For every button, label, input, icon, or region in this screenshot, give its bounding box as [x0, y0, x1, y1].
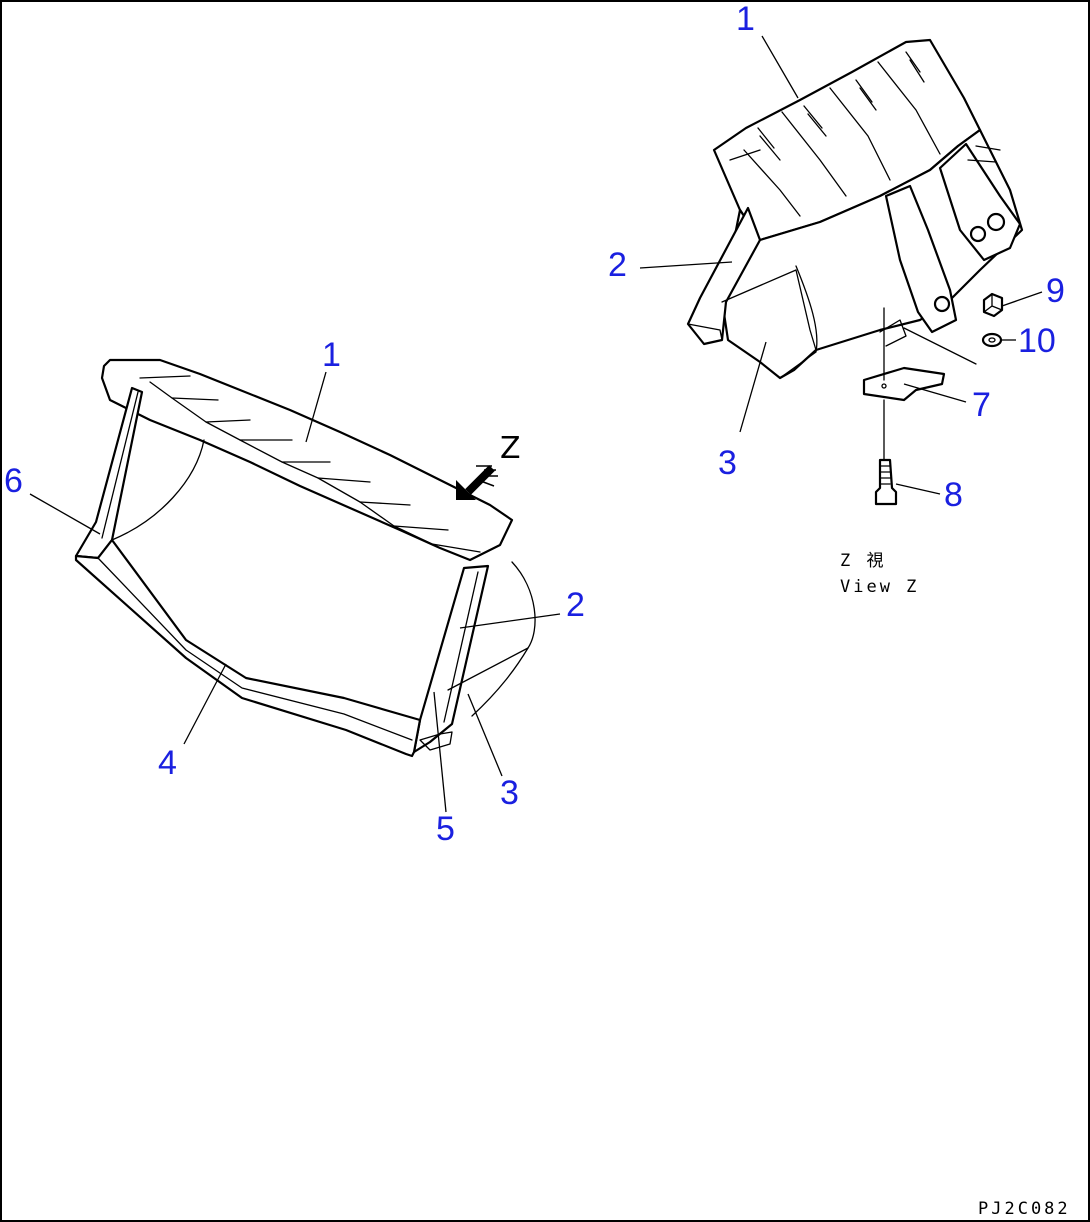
wear-plate-top: [447, 647, 529, 691]
back-curve-left: [111, 439, 205, 541]
callout-left-1: 1: [322, 336, 341, 374]
view-z-arrow: Z: [456, 431, 521, 500]
leader-r3: [739, 341, 767, 433]
tooth-bar-lower-edge: [149, 381, 433, 545]
leader-r9: [1001, 291, 1043, 307]
callout-left-4: 4: [158, 744, 177, 782]
leader-r2: [639, 261, 733, 269]
leader-r1: [761, 35, 799, 99]
side-plate-right-edge: [443, 571, 479, 723]
tooth-adapter-bar: [100, 358, 514, 562]
side-plate-left-edge: [101, 391, 139, 539]
washer-part-10: [981, 332, 1003, 348]
leader-l5: [433, 691, 447, 813]
callout-left-6: 6: [4, 462, 23, 500]
side-wear-plate: [721, 269, 817, 351]
callout-right-8: 8: [944, 476, 963, 514]
leader-l6: [29, 493, 101, 535]
callout-left-2: 2: [566, 586, 585, 624]
side-plate-right: [412, 564, 490, 754]
tooth-hatching: [757, 51, 925, 161]
bucket-front-view: Z: [74, 358, 536, 758]
right-callouts: 1 2 3 7 8 9 10: [608, 0, 1065, 514]
leader-r8: [895, 483, 941, 495]
tooth-ribs: [729, 61, 941, 217]
corner-piece: [419, 731, 453, 751]
view-caption-jp: Z 視: [840, 551, 886, 571]
callout-left-5: 5: [436, 810, 455, 848]
pin-hole-2: [969, 225, 987, 243]
bolt-part-8: [874, 458, 898, 506]
callout-right-9: 9: [1046, 272, 1065, 310]
leader-l4: [183, 663, 227, 745]
callout-right-1: 1: [736, 0, 755, 38]
nut-part-9: [982, 292, 1004, 318]
link-bracket: [884, 184, 958, 334]
nut-edges: [983, 293, 1003, 313]
washer-hole: [988, 337, 996, 343]
corner-lip: [687, 323, 723, 345]
cutting-edge: [74, 538, 422, 758]
callout-right-7: 7: [972, 386, 991, 424]
bracket-detail: [967, 145, 1001, 163]
callout-right-10: 10: [1018, 322, 1056, 360]
pin-hole-3: [933, 295, 951, 313]
tooth-segments: [139, 375, 481, 553]
bottom-bracket: [879, 319, 907, 347]
pin-hole-1: [986, 212, 1006, 232]
callout-left-3: 3: [500, 774, 519, 812]
cutting-edge-line: [97, 557, 413, 741]
plate-hole: [881, 383, 887, 389]
bolt-thread: [879, 465, 891, 485]
leader-l3: [467, 693, 503, 777]
leader-l2: [459, 613, 561, 629]
leader-l1: [305, 371, 327, 443]
view-arrow-label: Z: [500, 431, 521, 466]
bolt-line: [903, 327, 977, 365]
callout-right-2: 2: [608, 246, 627, 284]
drawing-code: PJ2C082: [978, 1199, 1071, 1219]
left-callouts: 1 6 2 3 4 5: [4, 336, 585, 848]
upper-bracket: [938, 142, 1022, 262]
leader-r7: [903, 383, 967, 403]
bucket-view-z: [686, 38, 1024, 506]
callout-right-3: 3: [718, 444, 737, 482]
view-caption-en: View Z: [840, 577, 919, 597]
bucket-bottom-curve: [779, 265, 818, 379]
